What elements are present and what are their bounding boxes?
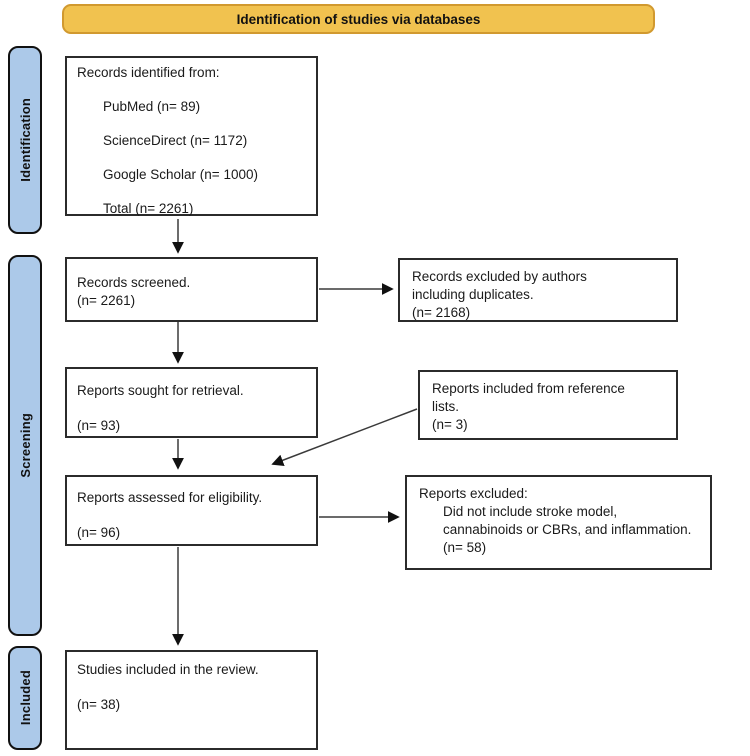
records-identified-item-pubmed: PubMed (n= 89): [103, 99, 201, 114]
reports-references-line-1: Reports included from reference: [432, 381, 625, 396]
box-reports-sought: Reports sought for retrieval. (n= 93): [65, 367, 318, 438]
reports-excluded-title: Reports excluded:: [419, 486, 528, 501]
stage-included: Included: [8, 646, 42, 750]
reports-excluded-reason-1: Did not include stroke model,: [443, 504, 618, 519]
stage-included-label: Included: [17, 670, 33, 726]
reports-sought-line: Reports sought for retrieval.: [77, 383, 244, 398]
box-records-screened: Records screened. (n= 2261): [65, 257, 318, 322]
stage-identification-label: Identification: [17, 98, 33, 182]
reports-sought-count: (n= 93): [77, 418, 121, 433]
reports-assessed-line: Reports assessed for eligibility.: [77, 490, 263, 505]
reports-references-line-2: lists.: [432, 399, 459, 414]
studies-included-count: (n= 38): [77, 697, 121, 712]
records-screened-line: Records screened.: [77, 275, 191, 290]
box-reports-excluded: Reports excluded: Did not include stroke…: [405, 475, 712, 570]
reports-excluded-count: (n= 58): [443, 540, 487, 555]
stage-identification: Identification: [8, 46, 42, 234]
box-reports-assessed: Reports assessed for eligibility. (n= 96…: [65, 475, 318, 546]
records-identified-item-sciencedirect: ScienceDirect (n= 1172): [103, 133, 248, 148]
reports-excluded-reason-2: cannabinoids or CBRs, and inflammation.: [443, 522, 692, 537]
box-records-identified: Records identified from: PubMed (n= 89) …: [65, 56, 318, 216]
box-studies-included: Studies included in the review. (n= 38): [65, 650, 318, 750]
records-screened-count: (n= 2261): [77, 293, 136, 308]
records-excluded-line-1: Records excluded by authors: [412, 269, 587, 284]
stage-screening-label: Screening: [17, 413, 33, 478]
records-identified-title: Records identified from:: [77, 65, 220, 80]
reports-assessed-count: (n= 96): [77, 525, 121, 540]
records-identified-item-total: Total (n= 2261): [103, 201, 194, 216]
reports-references-count: (n= 3): [432, 417, 468, 432]
box-records-excluded: Records excluded by authors including du…: [398, 258, 678, 322]
banner-label: Identification of studies via databases: [236, 11, 481, 27]
banner-identification-via-databases: Identification of studies via databases: [62, 4, 655, 34]
records-identified-item-google-scholar: Google Scholar (n= 1000): [103, 167, 258, 182]
studies-included-line: Studies included in the review.: [77, 662, 259, 677]
records-excluded-count: (n= 2168): [412, 305, 471, 320]
box-reports-from-reference-lists: Reports included from reference lists. (…: [418, 370, 678, 440]
records-excluded-line-2: including duplicates.: [412, 287, 534, 302]
stage-screening: Screening: [8, 255, 42, 636]
